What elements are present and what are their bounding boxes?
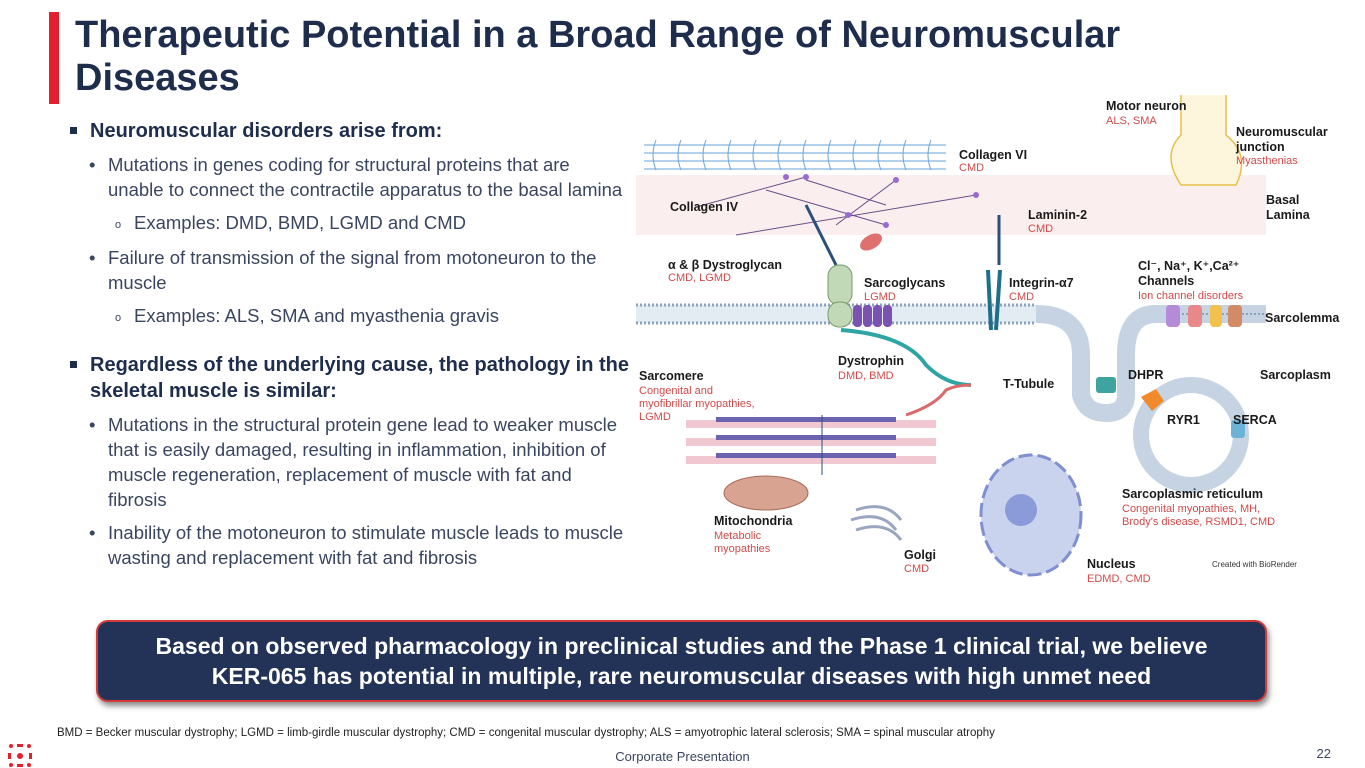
nucleolus-shape: [1005, 494, 1037, 526]
motor-neuron-label: Motor neuron: [1106, 99, 1187, 113]
sarcoglycan-complex: [853, 305, 892, 327]
channels-disease: Ion channel disorders: [1138, 290, 1244, 302]
motor-neuron-shape: [1170, 95, 1243, 186]
square-bullet-icon: [70, 127, 77, 134]
sarcoglycans-disease: LGMD: [864, 291, 896, 303]
sr-disease-2: Brody's disease, RSMD1, CMD: [1122, 516, 1276, 528]
bullet-content: Neuromuscular disorders arise from: •Mut…: [70, 118, 630, 578]
page-number: 22: [1316, 746, 1331, 761]
circle-bullet-icon: o: [115, 312, 122, 324]
sarcomere-disease-2: myofibrillar myopathies,: [639, 398, 755, 410]
sarcomere-shape: [686, 415, 936, 475]
laminin-dystroglycan-link: [804, 204, 838, 266]
beta-dystroglycan: [827, 301, 853, 328]
title-accent-bar: [49, 12, 59, 104]
laminin-2-disease: CMD: [1028, 223, 1054, 235]
collagen-vi-mesh: [644, 139, 946, 171]
serca-shape: [1231, 420, 1245, 438]
serca-label: SERCA: [1233, 413, 1277, 427]
ion-channels: [1166, 305, 1242, 327]
integrin-label: Integrin-α7: [1009, 276, 1074, 290]
dystrophin-shape: [840, 328, 972, 387]
agrin-shape: [860, 233, 882, 251]
bullet-item: •Failure of transmission of the signal f…: [89, 247, 597, 293]
dhpr-label: DHPR: [1128, 368, 1164, 382]
golgi-disease: CMD: [904, 563, 930, 575]
sarcoplasm-label: Sarcoplasm: [1260, 368, 1331, 382]
bullet-item: •Mutations in genes coding for structura…: [89, 154, 623, 200]
collagen-iv-nodes: [783, 174, 979, 228]
dystrophin-label: Dystrophin: [838, 354, 904, 368]
footer-label: Corporate Presentation: [615, 749, 750, 764]
sr-disease-1: Congenital myopathies, MH,: [1122, 503, 1261, 515]
sr-label: Sarcoplasmic reticulum: [1122, 487, 1264, 501]
dystroglycan-label: α & β Dystroglycan: [668, 258, 782, 272]
t-tubule-label: T-Tubule: [1003, 377, 1055, 391]
sarcomere-label: Sarcomere: [639, 369, 704, 383]
sarcomere-disease-1: Congenital and: [639, 385, 714, 397]
basal-lamina-band: [636, 175, 1266, 235]
circle-bullet-icon: o: [115, 219, 122, 231]
section-heading: Regardless of the underlying cause, the …: [70, 352, 630, 404]
nmj-disease: Myasthenias: [1236, 155, 1298, 167]
channels-ions-label: Cl⁻, Na⁺, K⁺,Ca²⁺: [1138, 259, 1240, 273]
actin-link: [905, 383, 972, 417]
bullet-item: •Inability of the motoneuron to stimulat…: [89, 522, 624, 568]
collagen-vi-label: Collagen VI: [959, 148, 1028, 162]
key-message-callout: Based on observed pharmacology in precli…: [96, 620, 1267, 702]
nmj-label: Neuromuscular junction: [1236, 125, 1328, 154]
mitochondria-disease-1: Metabolic: [714, 530, 762, 542]
integrin-disease: CMD: [1009, 291, 1035, 303]
alpha-dystroglycan: [827, 264, 853, 306]
bullet-item: •Mutations in the structural protein gen…: [89, 414, 618, 510]
dot-bullet-icon: •: [89, 154, 96, 175]
collagen-vi-disease: CMD: [959, 162, 985, 174]
dystroglycan-disease: CMD, LGMD: [668, 272, 731, 284]
sarcomere-disease-3: LGMD: [639, 411, 671, 423]
laminin-2-label: Laminin-2: [1028, 208, 1088, 222]
callout-line-1: Based on observed pharmacology in precli…: [155, 633, 1208, 659]
dot-bullet-icon: •: [89, 414, 96, 435]
dot-bullet-icon: •: [89, 247, 96, 268]
section-heading: Neuromuscular disorders arise from:: [70, 118, 630, 144]
company-logo-icon: [8, 744, 32, 767]
collagen-iv-fibers: [695, 176, 977, 236]
square-bullet-icon: [70, 361, 77, 368]
diagram-illustration: [636, 95, 1266, 577]
mitochondria-disease-2: myopathies: [714, 543, 771, 555]
ryr1-shape: [1141, 389, 1164, 411]
abbreviations-footnote: BMD = Becker muscular dystrophy; LGMD = …: [57, 727, 995, 739]
golgi-label: Golgi: [904, 548, 936, 562]
basal-lamina-label: Basal Lamina: [1266, 193, 1310, 222]
ryr1-label: RYR1: [1167, 413, 1200, 427]
page-title: Therapeutic Potential in a Broad Range o…: [75, 14, 1121, 99]
motor-neuron-disease: ALS, SMA: [1106, 115, 1157, 127]
golgi-shape: [850, 505, 903, 541]
nucleus-label: Nucleus: [1087, 557, 1136, 571]
integrin-shape: [986, 269, 1002, 331]
callout-line-2: KER-065 has potential in multiple, rare …: [211, 663, 1152, 689]
dhpr-shape: [1096, 377, 1116, 393]
collagen-iv-label: Collagen IV: [670, 200, 739, 214]
muscle-cell-diagram: Motor neuron ALS, SMA Neuromuscular junc…: [636, 95, 1346, 590]
mitochondria-shape: [723, 475, 809, 511]
biorender-credit: Created with BioRender: [1212, 560, 1297, 569]
sarcoglycans-label: Sarcoglycans: [864, 276, 946, 290]
nucleus-disease: EDMD, CMD: [1087, 573, 1151, 585]
dot-bullet-icon: •: [89, 522, 96, 543]
channels-label: Channels: [1138, 274, 1195, 288]
sarcolemma-label: Sarcolemma: [1265, 311, 1340, 325]
mitochondria-label: Mitochondria: [714, 514, 793, 528]
dystrophin-disease: DMD, BMD: [838, 370, 894, 382]
